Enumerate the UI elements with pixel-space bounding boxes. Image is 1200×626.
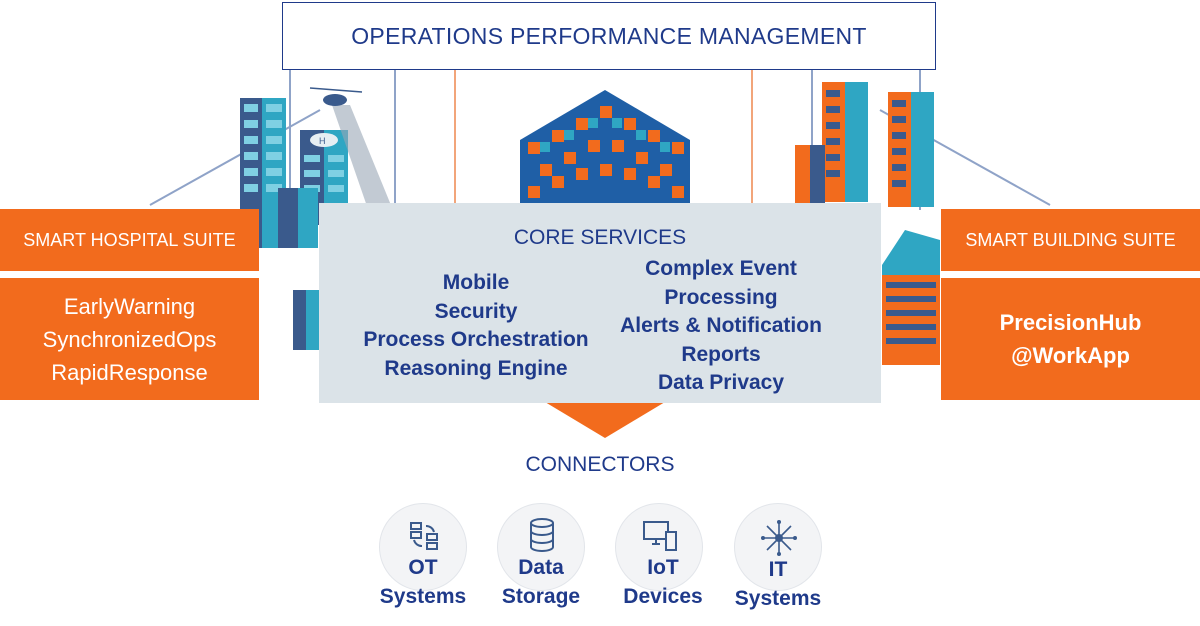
- app-rapid-response: RapidResponse: [51, 359, 208, 385]
- connector-data-line1: Data: [518, 556, 564, 579]
- app-work-app: @WorkApp: [1011, 343, 1130, 368]
- connector-iot-line2: Devices: [623, 585, 703, 608]
- app-synchronized-ops: SynchronizedOps: [42, 326, 217, 352]
- core-item-mobile: Mobile: [442, 271, 510, 294]
- core-item-processing: Processing: [664, 285, 778, 309]
- page-title: OPERATIONS PERFORMANCE MANAGEMENT: [282, 2, 936, 70]
- connector-iot-devices: [615, 503, 703, 591]
- connector-ot-label: OT Systems: [368, 553, 478, 611]
- connector-iot-line1: IoT: [647, 556, 679, 579]
- devices-icon: [643, 521, 677, 551]
- core-item-reports: Reports: [681, 342, 761, 366]
- connector-ot-line1: OT: [408, 556, 438, 579]
- core-services-panel: CORE SERVICES Mobile Security Process Or…: [319, 203, 881, 403]
- connector-data-storage: [497, 503, 585, 591]
- connector-data-label: Data Storage: [486, 553, 596, 611]
- connector-data-line2: Storage: [501, 585, 581, 608]
- core-item-reasoning-engine: Reasoning Engine: [384, 356, 568, 380]
- core-item-data-privacy: Data Privacy: [657, 371, 785, 394]
- app-precision-hub: PrecisionHub: [999, 310, 1142, 335]
- database-icon: [530, 518, 554, 552]
- connector-it-systems: [734, 503, 822, 591]
- ot-systems-icon: [410, 522, 438, 550]
- core-item-process-orchestration: Process Orchestration: [363, 328, 589, 351]
- core-services-title: CORE SERVICES: [513, 226, 687, 249]
- app-early-warning: EarlyWarning: [63, 293, 196, 319]
- svg-text:H: H: [319, 136, 326, 146]
- core-item-complex-event: Complex Event: [645, 257, 797, 280]
- core-services-left-list: Mobile Security Process Orchestration Re…: [331, 269, 621, 383]
- data-cube-illustration: [520, 90, 690, 205]
- smart-building-suite-header: SMART BUILDING SUITE: [941, 209, 1200, 271]
- connector-it-line1: IT: [768, 558, 788, 581]
- connector-ot-systems: [379, 503, 467, 591]
- connector-iot-label: IoT Devices: [604, 553, 722, 611]
- smart-hospital-suite-header: SMART HOSPITAL SUITE: [0, 209, 259, 271]
- core-item-alerts-notification: Alerts & Notification: [620, 314, 822, 337]
- connector-it-line2: Systems: [734, 587, 822, 610]
- core-item-security: Security: [434, 299, 518, 323]
- connector-ot-line2: Systems: [379, 585, 467, 608]
- network-hub-icon: [761, 520, 797, 556]
- connectors-title: CONNECTORS: [525, 453, 675, 476]
- smart-hospital-suite-apps: EarlyWarning SynchronizedOps RapidRespon…: [0, 278, 259, 400]
- connector-it-label: IT Systems: [723, 555, 833, 613]
- right-tower-illustration: [795, 82, 940, 365]
- flow-arrow: [530, 393, 680, 438]
- core-services-right-list: Complex Event Processing Alerts & Notifi…: [601, 255, 841, 398]
- smart-building-suite-apps: PrecisionHub @WorkApp: [941, 278, 1200, 400]
